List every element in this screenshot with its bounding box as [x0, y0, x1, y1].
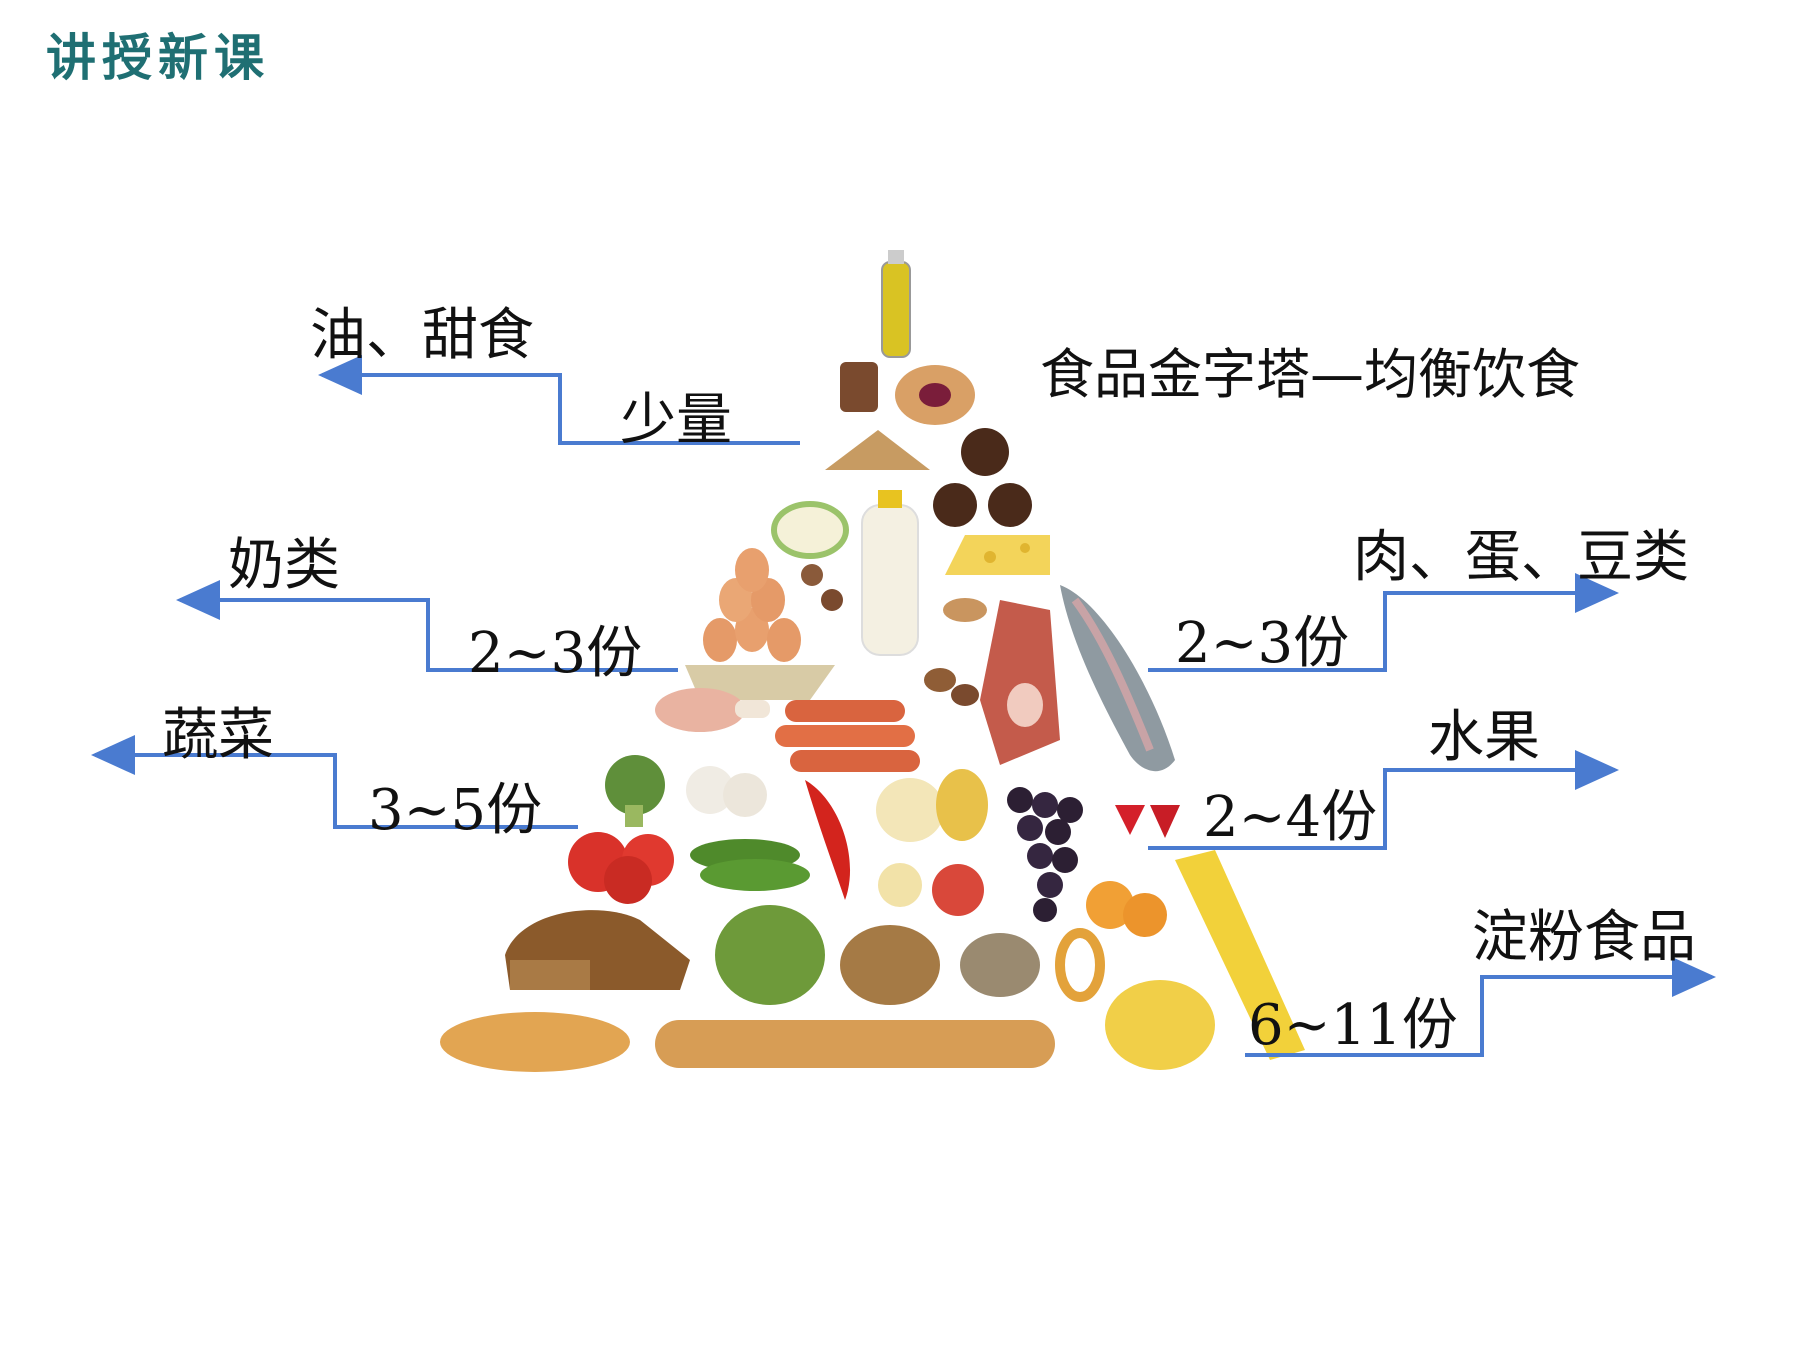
oil-sweets-connector: [318, 355, 800, 445]
starch-connector: [1245, 957, 1716, 1057]
spaghetti-icon: [1175, 850, 1305, 1060]
pyramid-title: 食品金字塔—均衡饮食: [1040, 343, 1580, 406]
vegetables-connector: [91, 735, 578, 829]
milk-bottle-icon: [861, 490, 919, 656]
garlic-icon: [686, 766, 767, 817]
pretzel-icon: [1055, 928, 1105, 1002]
label-dairy: 奶类: [228, 533, 340, 598]
penne-pasta-icon: [1105, 980, 1215, 1070]
serving-dairy: 2~3份: [468, 621, 643, 686]
serving-fruit: 2~4份: [1203, 785, 1378, 850]
label-vegetables: 蔬菜: [162, 703, 274, 768]
nuts-icon: [801, 564, 987, 706]
strawberries-icon: [1115, 805, 1180, 838]
sweets-icon: [825, 362, 1032, 527]
grapes-icon: [1007, 787, 1083, 922]
serving-vegetables: 3~5份: [368, 778, 543, 843]
peas-icon: [715, 905, 825, 1005]
label-oil-sweets: 油、甜食: [310, 303, 534, 368]
tomatoes-icon: [568, 832, 674, 904]
apricot-icon: [1086, 881, 1167, 937]
chicken-leg-icon: [655, 688, 770, 732]
dairy-connector: [176, 580, 678, 672]
section-header: 讲授新课: [46, 29, 270, 87]
brown-bread-icon: [505, 910, 690, 990]
label-fruit: 水果: [1428, 705, 1540, 770]
serving-oil-sweets: 少量: [620, 388, 732, 453]
protein-connector: [1148, 573, 1619, 672]
label-starch: 淀粉食品: [1472, 905, 1696, 970]
oil-bottle-icon: [881, 250, 911, 358]
serving-protein: 2~3份: [1175, 611, 1350, 676]
label-protein: 肉、蛋、豆类: [1353, 525, 1689, 590]
fruit-connector: [1148, 750, 1619, 850]
sausages-icon: [775, 700, 920, 772]
meat-icon: [980, 600, 1060, 765]
serving-starch: 6~11份: [1248, 993, 1458, 1058]
cucumbers-icon: [690, 839, 810, 891]
cheese-icon: [771, 501, 1050, 575]
eggs-icon: [685, 548, 835, 700]
chili-pepper-icon: [805, 780, 851, 900]
fish-icon: [1060, 585, 1175, 772]
apple-pear-icon: [876, 769, 988, 916]
grains-icon: [840, 925, 1040, 1005]
baguette-icon: [440, 1012, 1055, 1072]
broccoli-icon: [605, 755, 665, 827]
